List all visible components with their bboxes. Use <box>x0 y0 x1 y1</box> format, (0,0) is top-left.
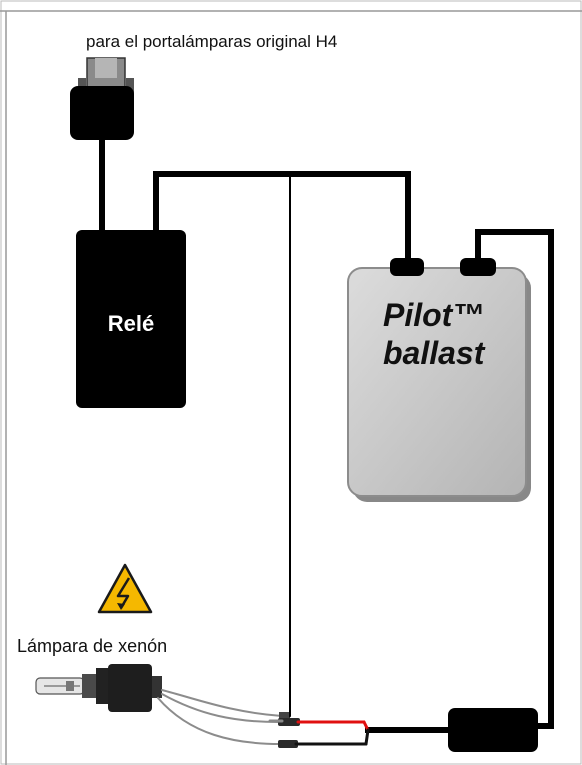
thin-wire <box>283 174 291 723</box>
relay-box: Relé <box>76 230 186 408</box>
relay-label: Relé <box>108 311 154 336</box>
ballast-connector-right <box>460 258 496 276</box>
connector-caption: para el portalámparas original H4 <box>86 32 337 51</box>
lamp-harness <box>157 689 370 748</box>
igniter-box <box>448 708 538 752</box>
ballast-connector-left <box>390 258 424 276</box>
high-voltage-warning-icon <box>97 563 153 614</box>
ballast-label-line2: ballast <box>383 335 486 371</box>
black-wires <box>99 137 554 733</box>
h4-plug-icon <box>70 57 134 140</box>
lamp-caption: Lámpara de xenón <box>17 636 167 656</box>
ballast-box: Pilot™ ballast <box>347 258 531 502</box>
ballast-label-line1: Pilot™ <box>383 297 484 333</box>
xenon-bulb-icon <box>35 664 162 712</box>
